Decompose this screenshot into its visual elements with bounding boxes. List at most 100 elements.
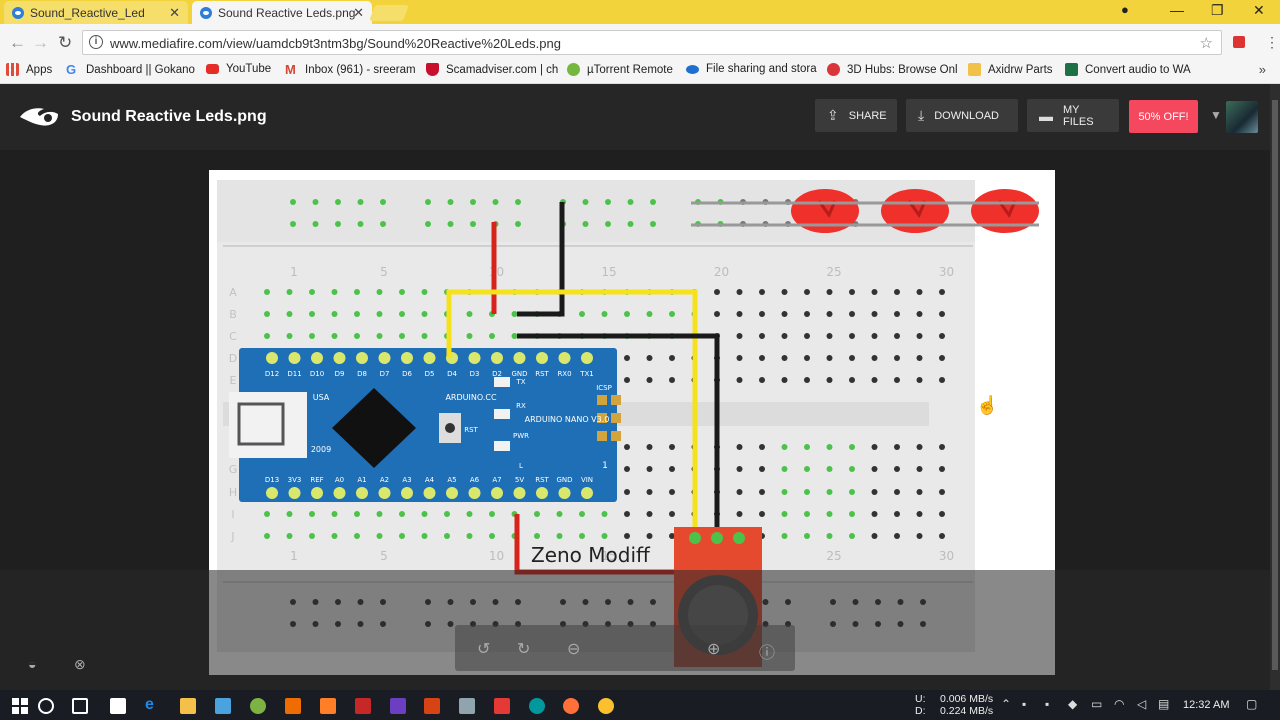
breadboard-hole [804,444,810,450]
extension-icon[interactable] [1233,36,1245,48]
close-tab-icon[interactable]: ✕ [169,5,180,20]
breadboard-hole [939,311,945,317]
column-number: 10 [489,549,504,563]
powerpoint-icon[interactable] [424,698,440,714]
rotate-left-icon[interactable]: ↺ [477,641,491,658]
app-icon[interactable] [320,698,336,714]
restore-button[interactable]: ❐ [1211,2,1224,18]
store-icon[interactable] [110,698,126,714]
utorrent-taskbar-icon[interactable] [250,698,266,714]
back-icon[interactable]: ← [9,33,26,52]
tab-sound-reactive-leds-png[interactable]: Sound Reactive Leds.png ✕ [192,1,372,24]
reload-icon[interactable]: ↻ [58,33,73,52]
minimize-button[interactable]: — [1170,2,1184,18]
my-files-button[interactable]: ▬ MY FILES [1027,99,1119,132]
offer-button[interactable]: 50% OFF! [1129,100,1198,133]
more-bookmarks-icon[interactable]: » [1258,62,1266,77]
bookmark-inbox[interactable]: M Inbox (961) - sreeram [285,63,416,76]
zoom-in-icon[interactable]: ⊕ [707,641,721,658]
app-icon[interactable] [390,698,406,714]
download-button[interactable]: ⤓ DOWNLOAD [906,99,1018,132]
app-icon[interactable] [215,698,231,714]
mediafire-logo-icon[interactable] [18,104,60,130]
bookmark-youtube[interactable]: YouTube [206,63,271,75]
bookmark-utorrent[interactable]: µTorrent Remote [567,63,673,76]
app-icon[interactable] [285,698,301,714]
breadboard-hole [669,377,675,383]
bookmark-convert-audio[interactable]: Convert audio to WA [1065,63,1191,76]
tab-sound-reactive-led[interactable]: Sound_Reactive_Led ✕ [4,1,188,24]
wifi-icon[interactable]: ◠ [1114,697,1125,711]
bookmark-mediafire[interactable]: File sharing and stora [686,63,817,75]
breadboard-hole [781,444,788,450]
clock-time: 12:32 AM [1183,699,1230,711]
bookmark-gokano[interactable]: G Dashboard || Gokano [66,63,195,76]
rotate-right-icon[interactable]: ↻ [517,641,531,658]
battery-icon[interactable]: ▭ [1091,697,1103,711]
pin-label: A5 [447,476,456,484]
breadboard-hole [759,355,765,361]
bookmark-axidrw[interactable]: Axidrw Parts [968,63,1053,76]
info-icon[interactable]: ⓘ [759,645,776,662]
chevron-up-icon[interactable]: ⌃ [1001,697,1012,711]
my-files-label: MY FILES [1063,103,1094,128]
close-tab-icon[interactable]: ✕ [353,5,364,20]
breadboard-hole [894,377,900,383]
chrome-menu-icon[interactable]: ⋮ [1265,34,1279,50]
volume-icon[interactable]: ◁ [1137,697,1147,711]
app-icon[interactable] [494,698,510,714]
close-window-button[interactable]: ✕ [1253,2,1265,18]
avatar[interactable] [1226,101,1258,133]
share-button[interactable]: ⇪ SHARE [815,99,897,132]
tray-icon[interactable]: ▪ [1045,697,1050,711]
youtube-icon [206,64,219,74]
breadboard-hole [264,533,270,539]
net-up-speed: 0.006 MB/s [940,693,994,705]
search-icon[interactable] [38,698,54,714]
pin-label: RST [535,370,549,378]
bookmark-label: Axidrw Parts [988,63,1053,76]
bookmark-3dhubs[interactable]: 3D Hubs: Browse Onl [827,63,958,76]
breadboard-hole [804,466,810,472]
icsp-pin [611,431,621,441]
breadboard-hole [646,311,653,317]
breadboard-hole [804,311,810,317]
chevron-down-icon[interactable]: ▼ [1210,108,1222,122]
mediafire-mini-logo-icon[interactable]: ◒ [28,656,37,672]
bookmark-scamadviser[interactable]: Scamadviser.com | ch [426,63,558,76]
info-icon[interactable]: i [89,35,103,49]
url-text[interactable]: www.mediafire.com/view/uamdcb9t3ntm3bg/S… [110,36,561,51]
file-explorer-icon[interactable] [180,698,196,714]
bookmark-star-icon[interactable]: ☆ [1199,35,1213,52]
address-bar[interactable]: i www.mediafire.com/view/uamdcb9t3ntm3bg… [82,30,1222,55]
arduino-icon[interactable] [529,698,545,714]
breadboard-hole [826,289,833,295]
scrollbar-thumb[interactable] [1272,100,1278,670]
bookmark-apps[interactable]: Apps [6,63,52,76]
acrobat-icon[interactable] [355,698,371,714]
arduino-board [239,348,617,502]
close-viewer-icon[interactable]: ⊗ [74,656,86,672]
pin-label: D7 [380,370,390,378]
app-icon[interactable] [459,698,475,714]
firefox-icon[interactable] [563,698,579,714]
chrome-icon[interactable] [598,698,614,714]
forward-icon[interactable]: → [32,33,49,52]
breadboard-hole [894,311,900,317]
shield-tray-icon[interactable]: ◆ [1068,697,1078,711]
tray-icon[interactable]: ▪ [1022,697,1027,711]
pin-label: D5 [425,370,435,378]
new-tab-button[interactable] [369,5,409,21]
zoom-out-icon[interactable]: ⊖ [567,641,581,658]
header-pin [491,487,503,499]
windows-start-icon[interactable] [12,698,28,714]
profile-icon[interactable]: ● [1121,2,1129,17]
year-label: 2009 [311,445,331,454]
action-center-icon[interactable]: ▢ [1246,697,1258,711]
task-view-icon[interactable] [72,698,88,714]
breadboard-hole [624,489,630,495]
breadboard-hole [309,533,315,539]
mediafire-header: Sound Reactive Leds.png ⇪ SHARE ⤓ DOWNLO… [0,84,1270,150]
keyboard-icon[interactable]: ▤ [1158,697,1170,711]
edge-icon[interactable]: e [145,696,154,713]
